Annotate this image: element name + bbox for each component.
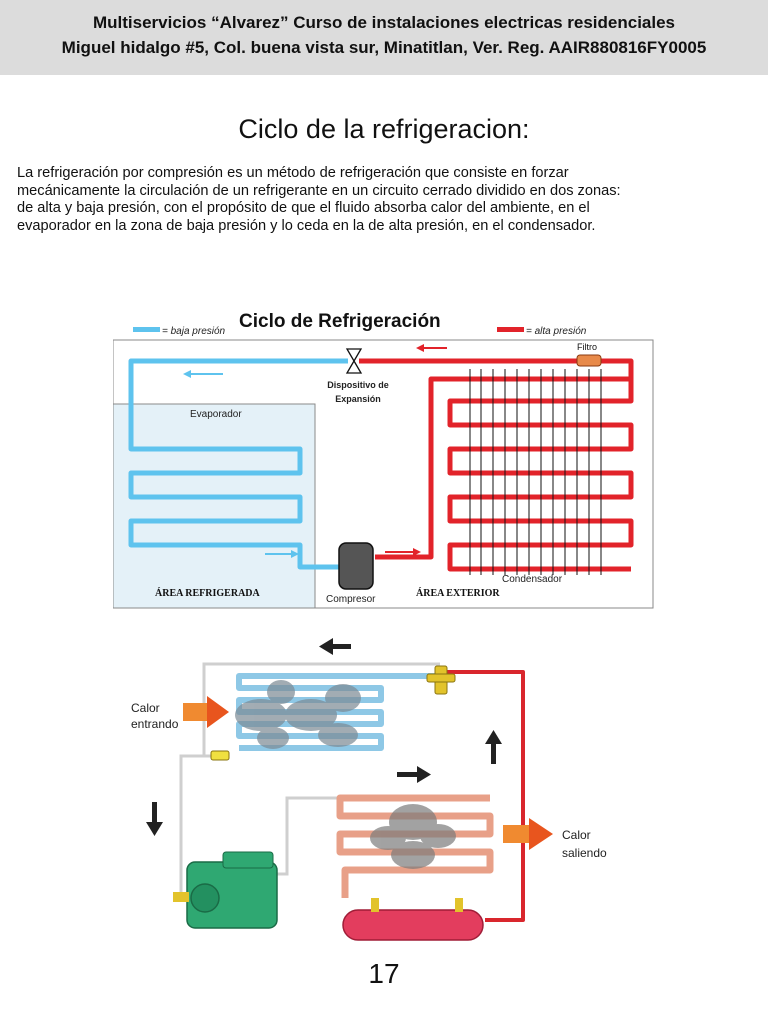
refrigeration-cycle-diagram: Ciclo de Refrigeración = baja presión = … (113, 311, 654, 609)
flow-arrow-low-top (183, 370, 223, 378)
expansion-label-2: Expansión (335, 394, 381, 404)
heat-out-label-2: saliendo (562, 846, 607, 860)
receiver-tank-icon (342, 909, 484, 941)
flow-arrow-up-icon (485, 730, 502, 764)
refrigerated-area-label: ÁREA REFRIGERADA (155, 587, 261, 599)
legend-low-label: = baja presión (162, 326, 226, 337)
legend-high-swatch (497, 327, 524, 332)
header-line-2: Miguel hidalgo #5, Col. buena vista sur,… (61, 38, 707, 57)
compressor-icon (338, 542, 374, 590)
intro-line-1: La refrigeración por compresión es un mé… (17, 165, 569, 181)
page-number: 17 (368, 958, 400, 989)
flow-arrow-right-icon (397, 766, 431, 783)
diagram-title: Ciclo de Refrigeración (239, 311, 441, 332)
compressor-icon (173, 851, 278, 929)
refrigeration-system-illustration: Calor entrando Calor saliendo (131, 638, 607, 941)
intro-line-3: de alta y baja presión, con el propósito… (17, 200, 590, 216)
expansion-valve-body (426, 673, 456, 683)
page-title: Ciclo de la refrigeracion: (238, 114, 530, 144)
expansion-valve-icon (345, 348, 363, 374)
evaporator-label: Evaporador (190, 409, 242, 420)
flow-arrow-left-icon (319, 638, 351, 655)
condenser-label: Condensador (502, 574, 563, 585)
heat-in-label-2: entrando (131, 717, 179, 731)
intro-paragraph: La refrigeración por compresión es un mé… (17, 165, 757, 235)
intro-line-4: evaporador en la zona de baja presión y … (17, 217, 596, 234)
heat-out-label-1: Calor (562, 828, 591, 842)
expansion-label-1: Dispositivo de (327, 380, 389, 390)
flow-arrow-high-top (416, 344, 447, 352)
document-header: Multiservicios “Alvarez” Curso de instal… (0, 0, 768, 75)
suction-line-down (179, 754, 213, 900)
flow-arrow-down-icon (146, 802, 163, 836)
heat-in-arrow-icon (183, 696, 229, 728)
header-line-1: Multiservicios “Alvarez” Curso de instal… (92, 13, 676, 32)
evaporator-fan-icon (235, 680, 361, 749)
refrigerated-area-box (113, 403, 316, 609)
condenser-coil (336, 794, 494, 898)
filter-drier-icon (210, 750, 230, 761)
high-pressure-line (359, 358, 634, 572)
flow-arrow-low-bottom (265, 550, 299, 558)
legend-high-label: = alta presión (526, 326, 587, 337)
receiver-valve-left-icon (371, 898, 379, 912)
exterior-area-label: ÁREA EXTERIOR (416, 587, 500, 599)
compressor-label: Compresor (326, 594, 376, 605)
condenser-fan-icon (370, 804, 456, 869)
condenser-fins (469, 369, 602, 575)
heat-in-label-1: Calor (131, 701, 160, 715)
heat-out-arrow-icon (503, 818, 553, 850)
low-pressure-line (128, 358, 348, 570)
flow-arrow-high-bottom (385, 548, 421, 556)
receiver-valve-right-icon (455, 898, 463, 912)
filter-label: Filtro (577, 342, 597, 352)
legend-low-swatch (133, 327, 160, 332)
intro-line-2: mecánicamente la circulación de un refri… (17, 182, 621, 199)
filter-icon (576, 354, 602, 367)
